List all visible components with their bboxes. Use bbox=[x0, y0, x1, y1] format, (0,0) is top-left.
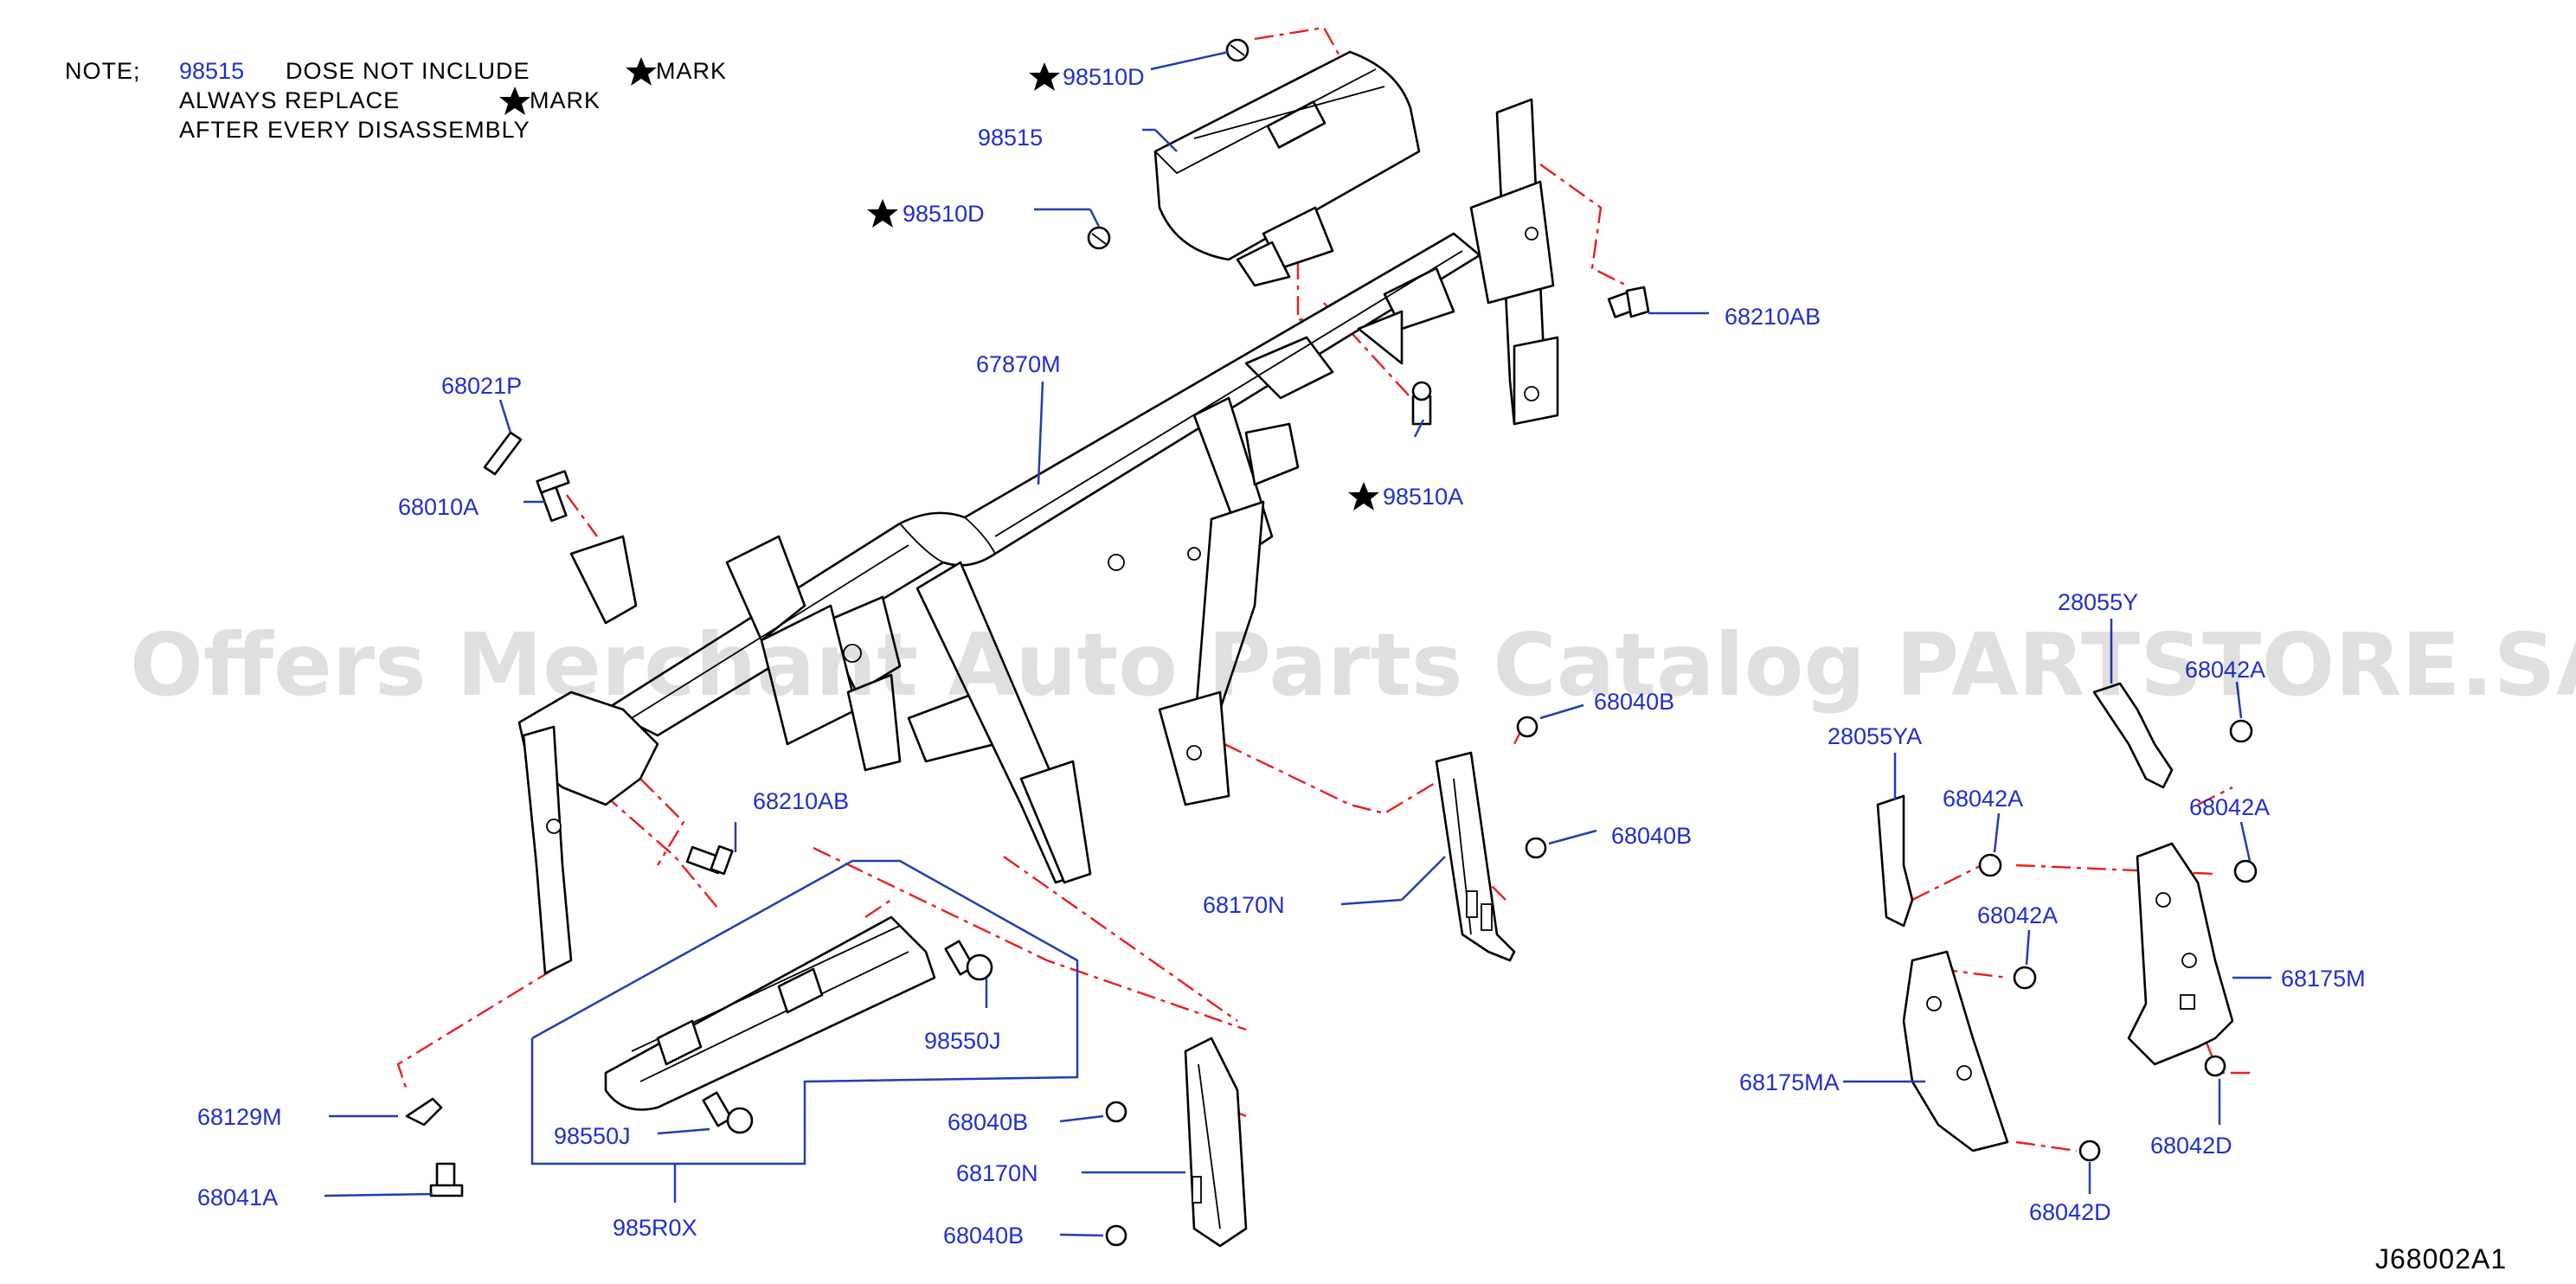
label-98515[interactable]: 98515 bbox=[978, 125, 1043, 151]
nut-68040b-c[interactable] bbox=[1105, 1101, 1127, 1123]
note-prefix: NOTE; bbox=[65, 58, 141, 84]
label-98550j-b[interactable]: 98550J bbox=[554, 1123, 631, 1149]
bolt-68042a-b[interactable] bbox=[1978, 853, 2002, 877]
bracket-68175ma[interactable] bbox=[1902, 950, 2009, 1152]
label-68042a-b[interactable]: 68042A bbox=[1943, 786, 2023, 812]
label-985r0x[interactable]: 985R0X bbox=[613, 1215, 697, 1241]
label-68010a[interactable]: 68010A bbox=[398, 494, 479, 520]
label-68210ab-right[interactable]: 68210AB bbox=[1725, 304, 1821, 330]
note-line3: AFTER EVERY DISASSEMBLY bbox=[179, 117, 530, 143]
label-68040b-b[interactable]: 68040B bbox=[1611, 823, 1692, 849]
label-98550j-a[interactable]: 98550J bbox=[924, 1028, 1001, 1054]
bracket-68170n-upper[interactable] bbox=[1435, 751, 1516, 962]
label-68170n-upper[interactable]: 68170N bbox=[1203, 892, 1285, 918]
label-98510d-top[interactable]: 98510D bbox=[1063, 64, 1145, 90]
bolt-68010a[interactable] bbox=[536, 470, 570, 523]
label-68042d-a[interactable]: 68042D bbox=[2150, 1133, 2232, 1159]
bolt-68210ab-right[interactable] bbox=[1607, 286, 1650, 318]
label-68040b-a[interactable]: 68040B bbox=[1594, 689, 1674, 715]
nut-68040b-a[interactable] bbox=[1516, 716, 1539, 738]
bolt-68042a-a[interactable] bbox=[2229, 719, 2253, 743]
label-98510d-mid[interactable]: 98510D bbox=[903, 201, 985, 227]
label-68042d-b[interactable]: 68042D bbox=[2029, 1199, 2111, 1225]
label-28055y[interactable]: 28055Y bbox=[2058, 589, 2138, 615]
watermark-text: Offers Merchant Auto Parts Catalog PARTS… bbox=[130, 614, 2576, 716]
nut-98510d-top[interactable] bbox=[1225, 38, 1249, 62]
bolt-68041a[interactable] bbox=[429, 1162, 464, 1197]
bolt-68042a-c[interactable] bbox=[2013, 966, 2037, 990]
star-icon bbox=[1348, 482, 1379, 510]
label-68042a-a[interactable]: 68042A bbox=[2185, 657, 2265, 683]
label-68175m[interactable]: 68175M bbox=[2281, 966, 2366, 992]
note-line2-mark: MARK bbox=[530, 87, 601, 113]
fasteners bbox=[405, 38, 2258, 1247]
label-68170n-lower[interactable]: 68170N bbox=[956, 1160, 1038, 1186]
note-line1-mark: MARK bbox=[656, 58, 727, 84]
bracket-28055y[interactable] bbox=[2092, 682, 2174, 789]
label-68042a-c[interactable]: 68042A bbox=[1977, 902, 2058, 928]
label-68040b-d[interactable]: 68040B bbox=[943, 1223, 1024, 1249]
bracket-68170n-lower[interactable] bbox=[1184, 1037, 1248, 1248]
label-68040b-c[interactable]: 68040B bbox=[948, 1109, 1028, 1135]
clip-68021p[interactable] bbox=[483, 431, 523, 476]
nut-68040b-d[interactable] bbox=[1105, 1224, 1127, 1247]
note-line2: ALWAYS REPLACE bbox=[179, 87, 400, 113]
part-labels: 98510D 98515 98510D 68210AB 67870M 68021… bbox=[197, 62, 2366, 1249]
star-icon bbox=[499, 87, 530, 115]
star-icon bbox=[867, 199, 898, 228]
glove-box-support-985r0x[interactable] bbox=[604, 915, 936, 1111]
bolt-98550j-a[interactable] bbox=[944, 940, 993, 981]
star-icon bbox=[1029, 62, 1060, 91]
nut-98510d-mid[interactable] bbox=[1087, 226, 1111, 250]
bolt-68042d-a[interactable] bbox=[2204, 1055, 2226, 1077]
bracket-28055ya[interactable] bbox=[1876, 794, 1914, 928]
985r0x-group-outline bbox=[530, 859, 1079, 1165]
label-68042a-d[interactable]: 68042A bbox=[2189, 794, 2270, 820]
note-part-ref[interactable]: 98515 bbox=[179, 58, 244, 84]
label-67870m[interactable]: 67870M bbox=[976, 351, 1061, 377]
nut-68040b-b[interactable] bbox=[1525, 837, 1547, 859]
bolt-98550j-b[interactable] bbox=[702, 1091, 754, 1134]
label-68210ab-left[interactable]: 68210AB bbox=[753, 788, 849, 814]
label-68175ma[interactable]: 68175MA bbox=[1739, 1069, 1840, 1095]
label-28055ya[interactable]: 28055YA bbox=[1828, 723, 1922, 749]
bolt-68042d-b[interactable] bbox=[2078, 1140, 2101, 1162]
cross-member-67870m[interactable] bbox=[517, 98, 1559, 975]
note-line1: DOSE NOT INCLUDE bbox=[286, 58, 530, 84]
label-68021p[interactable]: 68021P bbox=[441, 373, 522, 399]
bolt-98510a[interactable] bbox=[1411, 381, 1432, 426]
air-bag-module-98515[interactable] bbox=[1153, 50, 1421, 287]
label-68041a[interactable]: 68041A bbox=[197, 1184, 278, 1210]
label-68129m[interactable]: 68129M bbox=[197, 1104, 282, 1130]
diagram-code: J68002A1 bbox=[2375, 1243, 2507, 1274]
clip-68129m[interactable] bbox=[405, 1097, 443, 1127]
bolt-68210ab-left[interactable] bbox=[685, 844, 734, 876]
bracket-68175m[interactable] bbox=[2127, 842, 2234, 1066]
star-icon bbox=[626, 57, 657, 86]
leader-lines bbox=[324, 50, 2271, 1237]
note-block: NOTE; 98515 DOSE NOT INCLUDE MARK ALWAYS… bbox=[65, 57, 727, 143]
label-98510a[interactable]: 98510A bbox=[1383, 484, 1463, 510]
bolt-68042a-d[interactable] bbox=[2233, 859, 2258, 883]
